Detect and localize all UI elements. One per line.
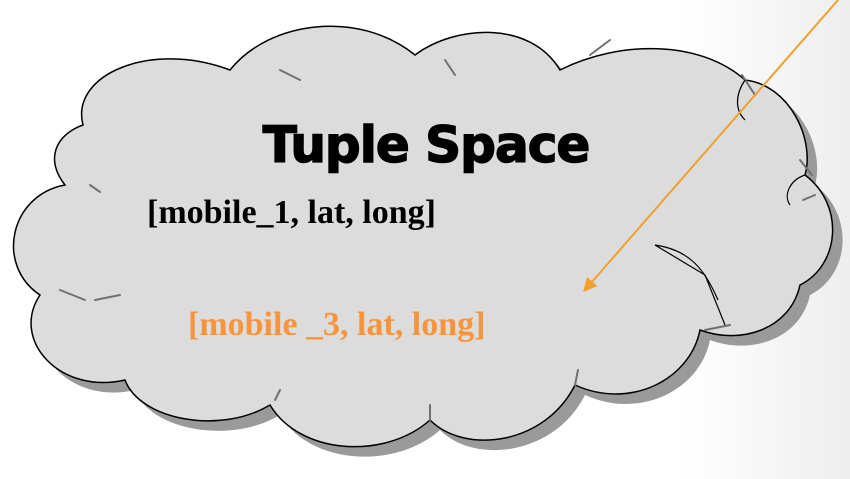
cloud-fold-lines bbox=[654, 79, 806, 326]
tuple-space-cloud bbox=[12, 25, 834, 448]
arrow-to-mobile-3 bbox=[583, 0, 839, 293]
tuple-mobile-1: [mobile_1, lat, long] bbox=[147, 194, 436, 231]
cloud-contour-lines bbox=[59, 39, 816, 421]
tuple-mobile-3: [mobile _3, lat, long] bbox=[188, 306, 485, 343]
page-title: Tuple Space bbox=[263, 116, 590, 174]
